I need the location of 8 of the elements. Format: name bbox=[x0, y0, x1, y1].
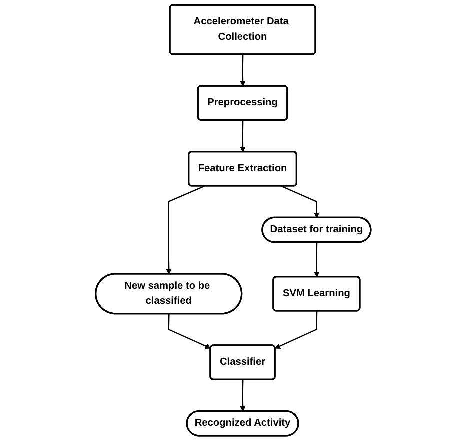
arrow bbox=[240, 120, 246, 152]
arrow bbox=[240, 54, 246, 87]
arrow bbox=[314, 242, 320, 278]
arrow bbox=[275, 311, 318, 349]
arrow bbox=[281, 186, 320, 218]
arrow bbox=[168, 314, 212, 349]
arrow bbox=[240, 380, 246, 412]
arrow bbox=[166, 186, 206, 275]
